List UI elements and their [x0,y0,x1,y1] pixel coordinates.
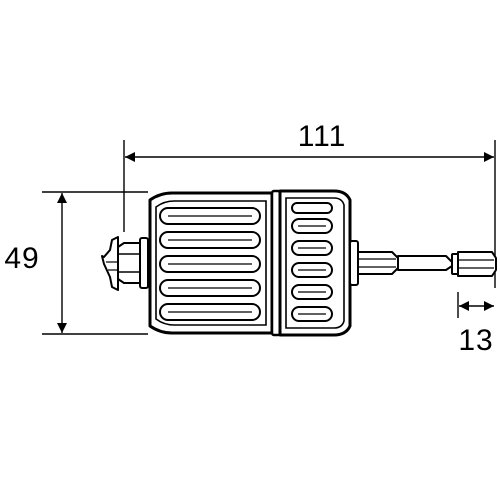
jaw-tip [101,236,119,291]
length-label: 111 [298,120,347,153]
rear-sleeve [278,189,352,337]
rear-collar [349,240,359,286]
length-dimension: 111 [123,120,496,288]
shank-label: 13 [458,324,493,357]
hex-shank [397,251,497,277]
shank-dimension: 13 [457,292,494,357]
diameter-label: 49 [4,242,39,275]
front-nut [117,237,149,289]
front-sleeve [148,191,274,335]
diameter-dimension: 49 [4,191,148,335]
hex-adapter [357,251,399,275]
